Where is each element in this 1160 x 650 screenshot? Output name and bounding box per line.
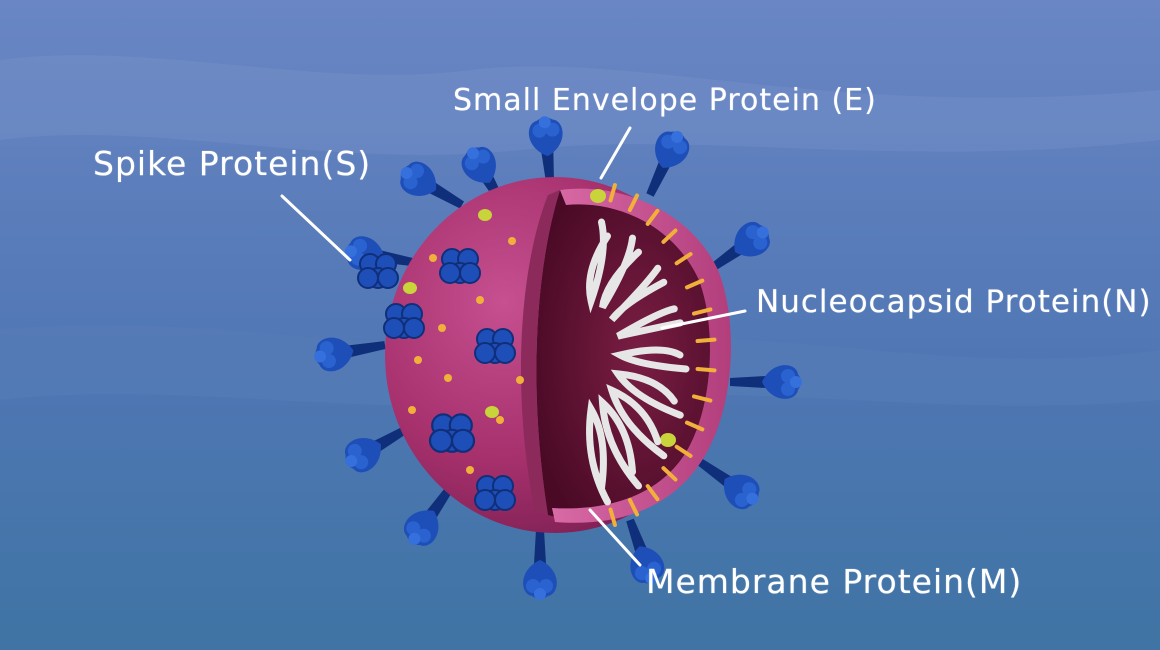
spike-protein-label: Spike Protein(S): [93, 144, 372, 183]
spike-protein-icon: [626, 518, 665, 585]
spike-protein-icon: [523, 530, 557, 600]
membrane-protein-icon: [627, 193, 640, 212]
membrane-protein-icon: [508, 237, 516, 245]
envelope-protein-icon: [478, 209, 492, 221]
membrane-protein-icon: [645, 208, 660, 226]
membrane-protein-icon: [674, 252, 693, 266]
spike-protein-icon: [357, 253, 399, 289]
spike-protein-icon: [314, 337, 386, 372]
envelope-protein-label: Small Envelope Protein (E): [453, 83, 877, 118]
spike-protein-icon: [697, 458, 760, 510]
membrane-protein-icon: [695, 366, 717, 373]
membrane-protein-icon: [645, 484, 660, 502]
spike-protein-icon: [528, 116, 563, 183]
envelope-protein-icon: [485, 406, 499, 418]
membrane-protein-icon: [691, 394, 713, 403]
membrane-protein-icon: [414, 356, 422, 364]
membrane-protein-icon: [608, 182, 617, 203]
membrane-protein-icon: [438, 324, 446, 332]
nucleocapsid-pointer-line: [660, 309, 747, 330]
spike-protein-icon: [709, 221, 770, 272]
membrane-protein-icon: [695, 337, 717, 344]
spike-protein-icon: [439, 248, 481, 284]
spike-protein-icon: [383, 303, 425, 339]
spike-protein-icon: [730, 365, 802, 399]
membrane-protein-icon: [661, 466, 678, 482]
nucleocapsid-protein-label: Nucleocapsid Protein(N): [756, 284, 1152, 320]
membrane-protein-icon: [429, 254, 437, 262]
cut-edge: [520, 190, 560, 515]
spike-protein-icon: [646, 130, 690, 197]
spike-protein-icon: [461, 146, 504, 202]
membrane-protein-icon: [496, 416, 504, 424]
protein-group: [403, 182, 717, 528]
spike-protein-group: [314, 116, 802, 600]
membrane-pointer-line: [588, 508, 642, 567]
membrane-protein-icon: [516, 376, 524, 384]
spike-protein-icon: [474, 475, 516, 511]
membrane-protein-label: Membrane Protein(M): [646, 562, 1023, 601]
background-cloud: [0, 55, 1160, 155]
membrane-protein-icon: [444, 374, 452, 382]
membrane-protein-icon: [661, 228, 678, 244]
spike-protein-group: [357, 248, 516, 511]
spike-protein-icon: [403, 485, 454, 546]
envelope-protein-icon: [590, 189, 606, 203]
spike-pointer-line: [280, 194, 352, 262]
envelope-protein-icon: [403, 282, 417, 294]
spike-protein-icon: [474, 328, 516, 364]
spike-protein-icon: [400, 161, 464, 209]
membrane-protein-icon: [608, 507, 617, 528]
membrane-protein-icon: [408, 406, 416, 414]
envelope-pointer-line: [599, 126, 632, 180]
membrane-protein-icon: [476, 296, 484, 304]
spike-protein-icon: [428, 413, 476, 453]
membrane-protein-icon: [684, 420, 705, 432]
envelope-protein-icon: [660, 433, 676, 447]
spike-protein-icon: [345, 426, 407, 473]
membrane-protein-icon: [466, 466, 474, 474]
membrane-protein-icon: [684, 278, 705, 290]
membrane-protein-icon: [691, 307, 713, 316]
membrane-protein-icon: [627, 498, 640, 517]
nucleocapsid-coil-icon: [586, 218, 690, 506]
membrane-protein-icon: [674, 444, 693, 458]
